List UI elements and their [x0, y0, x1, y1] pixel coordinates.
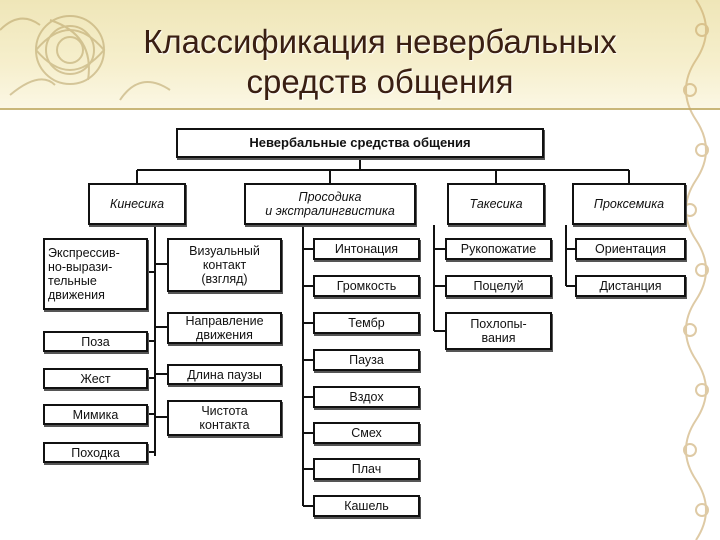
kinesics-item-pause-length: Длина паузы: [167, 364, 282, 385]
page-title: Классификация невербальных средств общен…: [60, 22, 700, 102]
takesics-item-handshake: Рукопожатие: [445, 238, 552, 260]
takesics-item-kiss: Поцелуй: [445, 275, 552, 297]
proxemics-item-orientation: Ориентация: [575, 238, 686, 260]
prosody-item-laugh: Смех: [313, 422, 420, 444]
category-proxemics: Проксемика: [572, 183, 686, 225]
proxemics-item-distance: Дистанция: [575, 275, 686, 297]
rose-decoration-icon: [0, 15, 171, 101]
title-banner: Классификация невербальных средств общен…: [0, 0, 720, 110]
title-line-1: Классификация невербальных: [143, 23, 617, 60]
category-prosody: Просодика и экстралингвистика: [244, 183, 416, 225]
prosody-item-intonation: Интонация: [313, 238, 420, 260]
title-line-2: средств общения: [246, 63, 514, 100]
kinesics-item-pose: Поза: [43, 331, 148, 352]
prosody-item-loudness: Громкость: [313, 275, 420, 297]
kinesics-item-gait: Походка: [43, 442, 148, 463]
kinesics-item-visual-contact: Визуальный контакт (взгляд): [167, 238, 282, 292]
prosody-item-cough: Кашель: [313, 495, 420, 517]
prosody-item-sigh: Вздох: [313, 386, 420, 408]
kinesics-item-expressive: Экспрессив- но-вырази- тельные движения: [43, 238, 148, 310]
category-kinesics: Кинесика: [88, 183, 186, 225]
side-ornament-icon: [683, 0, 709, 540]
kinesics-item-direction: Направление движения: [167, 312, 282, 344]
kinesics-item-contact-frequency: Чистота контакта: [167, 400, 282, 436]
kinesics-item-gesture: Жест: [43, 368, 148, 389]
prosody-item-cry: Плач: [313, 458, 420, 480]
category-takesics: Такесика: [447, 183, 545, 225]
prosody-item-timbre: Тембр: [313, 312, 420, 334]
kinesics-item-mimicry: Мимика: [43, 404, 148, 425]
root-node: Невербальные средства общения: [176, 128, 544, 158]
takesics-item-patting: Похлопы- вания: [445, 312, 552, 350]
prosody-item-pause: Пауза: [313, 349, 420, 371]
